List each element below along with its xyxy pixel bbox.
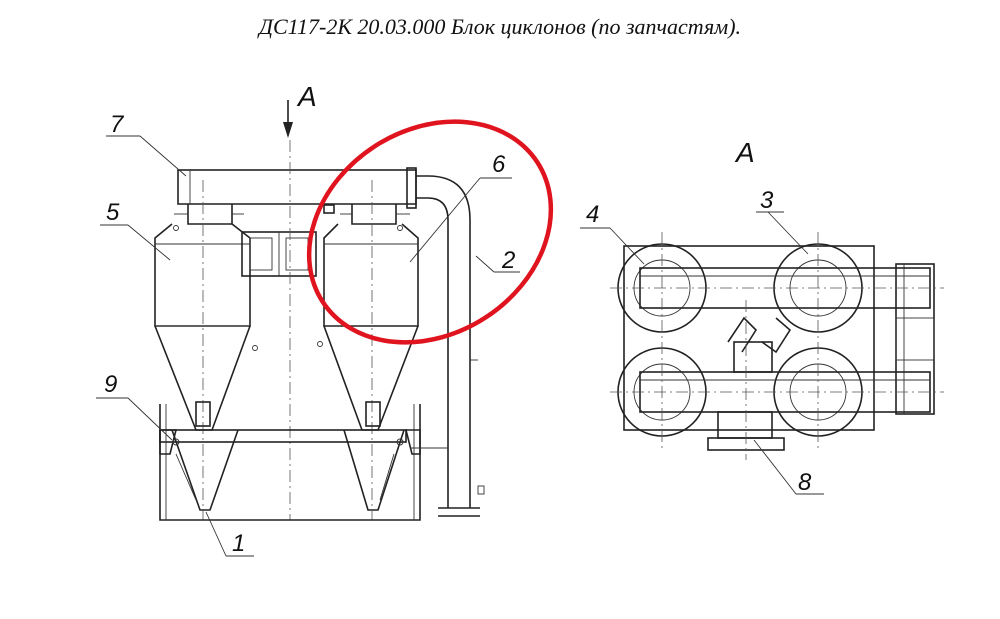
- callout-9: 9: [104, 371, 117, 398]
- callout-6: 6: [492, 151, 506, 178]
- callout-1: 1: [232, 530, 245, 557]
- left-cyclone: [154, 223, 251, 511]
- cyclone-circles: [617, 243, 863, 437]
- callout-2: 2: [501, 247, 515, 274]
- view-arrow: [283, 100, 293, 138]
- callout-4: 4: [586, 201, 599, 228]
- pipe: [410, 175, 485, 517]
- highlight-ellipse: [306, 119, 554, 345]
- inlet-window: [241, 231, 317, 277]
- page-title: ДС117-2К 20.03.000 Блок циклонов (по зап…: [258, 14, 742, 39]
- front-view: А: [96, 81, 520, 557]
- callout-7: 7: [110, 111, 125, 138]
- top-collector: [177, 169, 417, 205]
- right-cyclone: [323, 223, 419, 511]
- callout-8: 8: [798, 469, 812, 496]
- support-frame: [159, 404, 421, 521]
- view-a-base: [623, 245, 875, 431]
- view-a-label: А: [734, 137, 755, 168]
- callout-5: 5: [106, 199, 120, 226]
- callout-3: 3: [760, 187, 774, 214]
- view-a: А: [580, 137, 944, 496]
- view-arrow-label: А: [296, 81, 317, 112]
